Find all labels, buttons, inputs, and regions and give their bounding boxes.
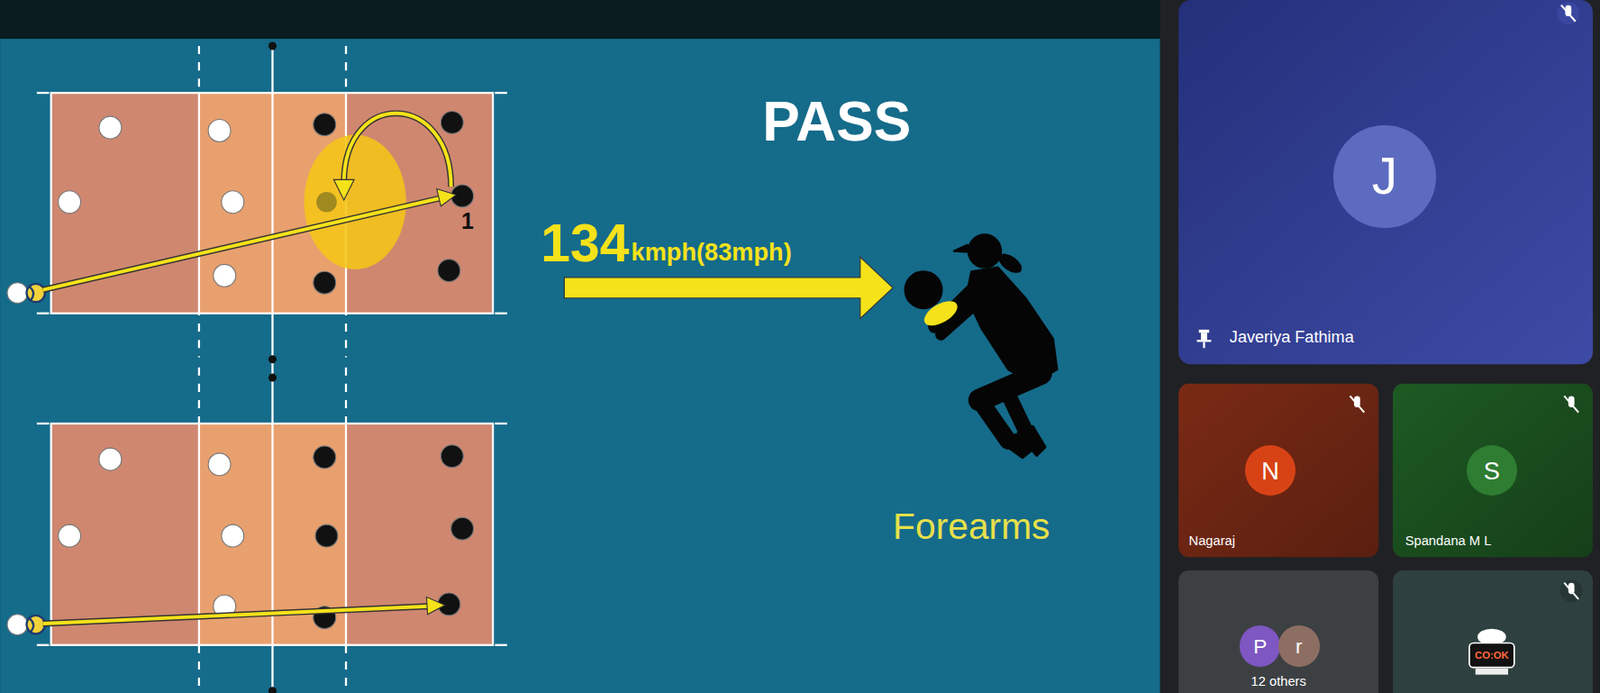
avatar-initial: P: [1253, 636, 1267, 657]
pin-icon: [1197, 329, 1212, 348]
speed-value: 134: [540, 217, 629, 271]
avatar-circle: r: [1278, 625, 1319, 666]
net-line: [268, 41, 277, 693]
avatar-initial: r: [1295, 636, 1303, 657]
logo-text: CO:OK: [1474, 650, 1510, 661]
speed-unit: kmph(83mph): [631, 239, 792, 264]
avatar-circle: N: [1245, 445, 1297, 497]
avatar-circle: S: [1466, 445, 1519, 497]
participant-tile: Spandana M L S: [1392, 383, 1593, 558]
avatar-circle: P: [1239, 625, 1281, 666]
participant-name: Spandana M L: [1405, 533, 1492, 548]
highlight-zone: [304, 134, 407, 269]
player-silhouette: [934, 233, 1057, 457]
slide-title: PASS: [762, 93, 911, 150]
tile-background: [1392, 383, 1593, 558]
serve-arrow: [43, 189, 457, 291]
participant-name: Javeriya Fathima: [1229, 327, 1355, 347]
callout-number: 1: [461, 209, 474, 233]
mic-off-icon: [1560, 392, 1583, 416]
avatar-circle: J: [1333, 125, 1436, 228]
top-bar: [0, 0, 1161, 39]
logo-icon: [1469, 628, 1515, 675]
pass-arrow: [333, 113, 451, 200]
serve-arrow: [43, 597, 446, 624]
participant-name: Nagaraj: [1189, 533, 1237, 548]
mic-off-icon: [1560, 579, 1583, 602]
mic-off-icon: [1345, 392, 1369, 416]
avatar-initial: J: [1372, 151, 1398, 203]
participant-tile: Javeriya Fathima J: [1178, 0, 1593, 364]
tile-background: [1178, 383, 1379, 558]
participant-tile: Nagaraj N: [1178, 383, 1379, 558]
mic-off-icon: [1556, 1, 1580, 25]
body-part-label: Forearms: [892, 508, 1050, 546]
server-ball: [7, 282, 46, 636]
slide-background: [0, 38, 1161, 693]
participant-tile: 12 others Pr: [1178, 570, 1379, 693]
participant-name: 12 others: [1251, 673, 1307, 689]
avatar-initial: S: [1483, 458, 1500, 483]
tile-background: [1178, 0, 1593, 364]
avatar-initial: N: [1261, 458, 1280, 483]
tile-background: [1178, 570, 1379, 693]
player-dots: [58, 445, 474, 629]
volleyball: [904, 270, 944, 310]
tile-background: [1392, 570, 1593, 693]
